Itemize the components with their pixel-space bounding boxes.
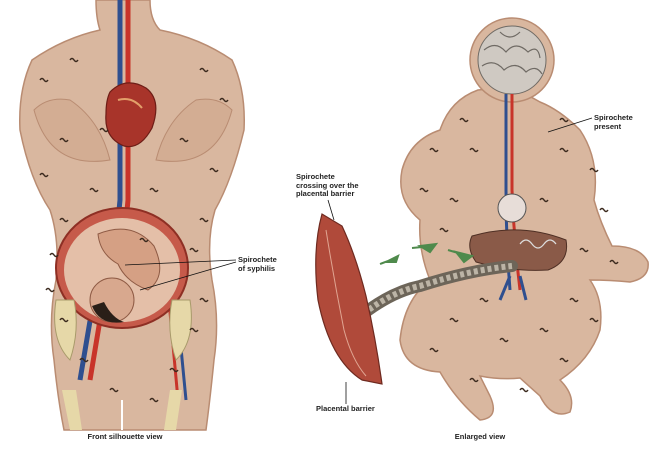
placenta bbox=[316, 214, 382, 384]
mother-figure bbox=[20, 0, 245, 430]
caption-enlarged-view: Enlarged view bbox=[440, 432, 520, 441]
fetus-figure bbox=[400, 18, 648, 420]
label-placental-barrier: Placental barrier bbox=[316, 405, 375, 414]
spirochete-mark bbox=[600, 209, 608, 212]
label-spirochete-of-syphilis: Spirochete of syphilis bbox=[238, 256, 277, 273]
label-spirochete-crossing: Spirochete crossing over the placental b… bbox=[296, 173, 359, 199]
label-spirochete-present: Spirochete present bbox=[594, 114, 633, 131]
label-line: present bbox=[594, 123, 633, 132]
leader-crossing bbox=[328, 200, 334, 220]
caption-front-silhouette: Front silhouette view bbox=[70, 432, 180, 441]
arrow-1 bbox=[380, 256, 398, 264]
label-line: placental barrier bbox=[296, 190, 359, 199]
label-line: of syphilis bbox=[238, 265, 277, 274]
fetus-heart bbox=[498, 194, 526, 222]
spirochete-mark bbox=[46, 289, 54, 292]
spirochete-mark bbox=[520, 389, 528, 392]
